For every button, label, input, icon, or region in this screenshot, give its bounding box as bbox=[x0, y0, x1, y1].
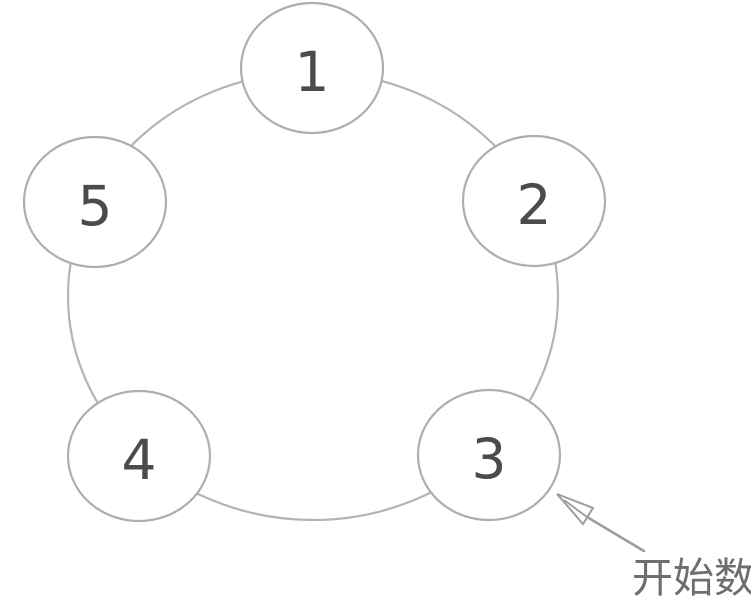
arrow-shaft bbox=[585, 515, 646, 553]
node-5-circle bbox=[22, 135, 168, 269]
node-5-label: 5 bbox=[78, 174, 113, 238]
node-2: 2 bbox=[461, 134, 607, 268]
node-2-label: 2 bbox=[517, 173, 552, 237]
node-3-circle bbox=[416, 388, 562, 522]
node-3: 3 bbox=[416, 388, 562, 522]
arrow-fold-line bbox=[563, 499, 588, 518]
node-5: 5 bbox=[22, 135, 168, 269]
node-1: 1 bbox=[239, 1, 385, 135]
start-pointer-arrow bbox=[556, 493, 646, 553]
node-1-label: 1 bbox=[295, 40, 330, 104]
node-4-label: 4 bbox=[122, 428, 157, 492]
node-1-circle bbox=[239, 1, 385, 135]
start-counting-annotation: 开始数 bbox=[632, 554, 751, 602]
node-2-circle bbox=[461, 134, 607, 268]
node-4: 4 bbox=[66, 389, 212, 523]
node-3-label: 3 bbox=[472, 427, 507, 491]
node-4-circle bbox=[66, 389, 212, 523]
